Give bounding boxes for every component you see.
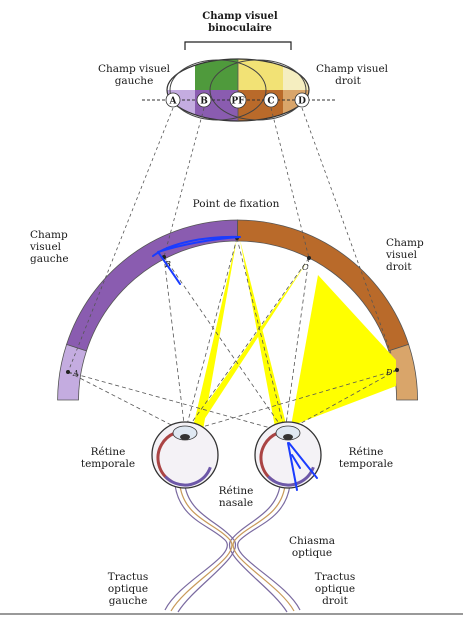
- chiasma-line2: optique: [292, 547, 332, 559]
- binocular-label-line1: Champ visuel: [202, 11, 278, 22]
- left-eye: [151, 421, 219, 489]
- left-field-top-line1: Champ visuel: [98, 63, 171, 75]
- top-points: A B PF C D: [165, 91, 310, 109]
- left-field-side-line1: Champ: [30, 229, 68, 241]
- nasal-retina-line1: Rétine: [219, 485, 254, 497]
- right-field-side-line3: droit: [386, 261, 412, 273]
- left-eye-field-outline: [169, 59, 267, 121]
- temporal-retina-left-line1: Rétine: [91, 446, 126, 458]
- chiasma-line1: Chiasma: [289, 535, 335, 547]
- arc-point-c: C: [302, 263, 308, 272]
- left-field-side-line2: visuel: [29, 241, 62, 253]
- right-eye: [254, 421, 322, 489]
- tract-right-line3: droit: [322, 595, 348, 607]
- yellow-highlight: [181, 238, 396, 477]
- projection-lines: [67, 107, 398, 373]
- tract-right-line2: optique: [315, 583, 355, 595]
- right-field-side-line2: visuel: [385, 249, 418, 261]
- right-field-side-line1: Champ: [386, 237, 424, 249]
- temporal-retina-right-line2: temporale: [339, 458, 393, 470]
- tract-left-line2: optique: [108, 583, 148, 595]
- right-eye-field-outline: [209, 59, 307, 121]
- visual-field-arc: [57, 219, 419, 401]
- right-field-top-line2: droit: [335, 75, 361, 87]
- top-point-a: A: [169, 97, 178, 107]
- binocular-bracket: [184, 41, 292, 50]
- right-field-top-line1: Champ visuel: [316, 63, 389, 75]
- field-to-retina-lines: [67, 237, 398, 433]
- nasal-retina-line2: nasale: [219, 497, 253, 509]
- tract-right-line1: Tractus: [315, 571, 356, 583]
- tract-left-line3: gauche: [109, 595, 148, 607]
- arc-point-d: D: [385, 368, 393, 377]
- temporal-retina-left-line2: temporale: [81, 458, 135, 470]
- temporal-retina-right-line1: Rétine: [349, 446, 384, 458]
- binocular-field-ellipse: [167, 59, 309, 121]
- left-field-side-line3: gauche: [30, 253, 69, 265]
- text-labels: Champ visuel binoculaire Champ visuel ga…: [29, 11, 424, 607]
- binocular-label-line2: binoculaire: [208, 23, 272, 34]
- tract-left-line1: Tractus: [108, 571, 149, 583]
- top-point-b: B: [200, 97, 208, 107]
- arc-point-a: A: [72, 369, 79, 378]
- top-point-c: C: [267, 97, 274, 107]
- blue-annotations: [152, 235, 318, 491]
- top-point-d: D: [298, 97, 306, 107]
- optic-pathways: [164, 484, 301, 613]
- fixation-point-label: Point de fixation: [193, 198, 280, 210]
- left-field-top-line2: gauche: [115, 75, 154, 87]
- top-point-pf: PF: [231, 97, 245, 107]
